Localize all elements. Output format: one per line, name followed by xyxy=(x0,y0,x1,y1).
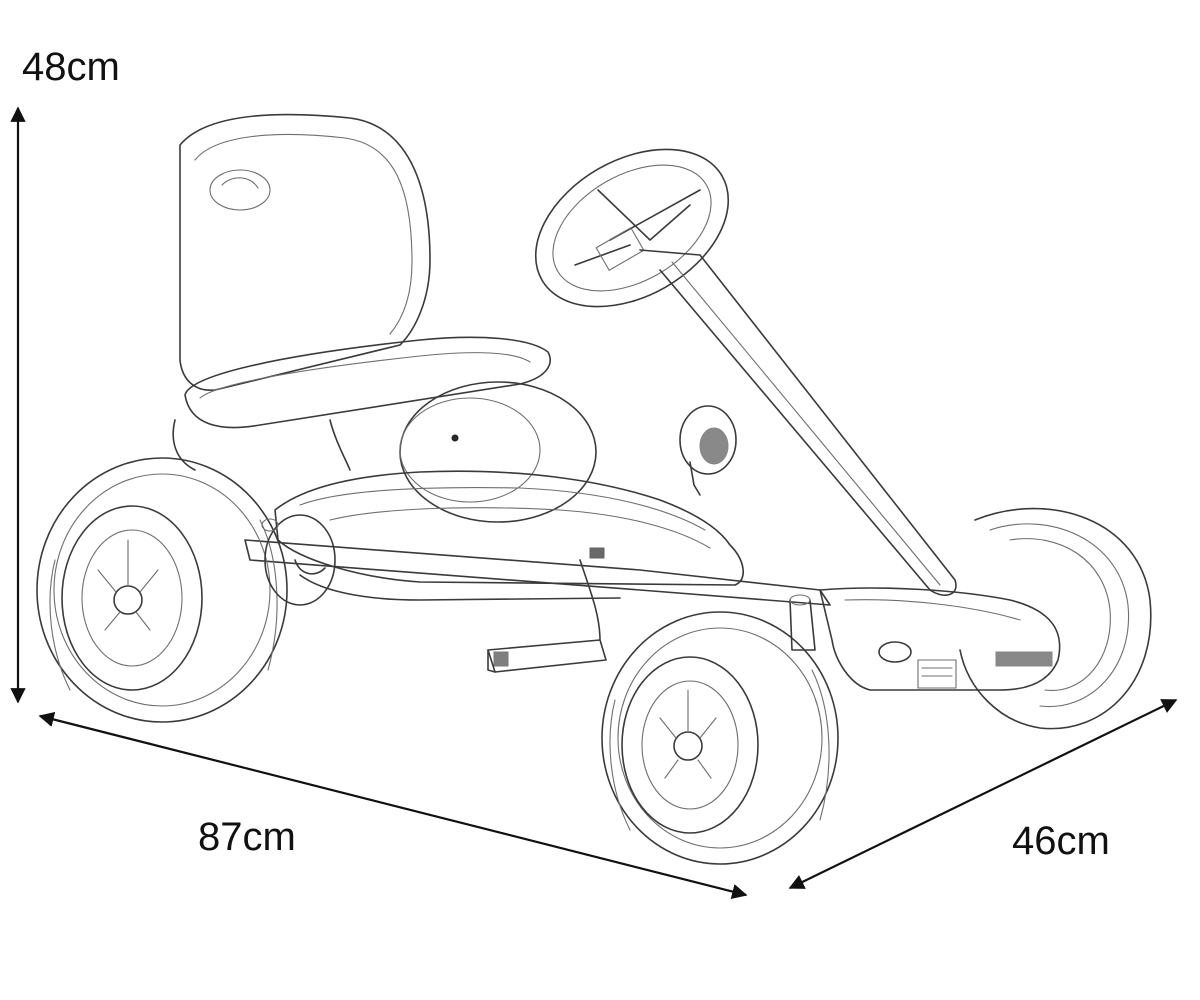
chassis-body xyxy=(244,470,1061,691)
pedal xyxy=(487,547,607,673)
length-label: 87cm xyxy=(198,815,296,859)
height-dimension: 48cm xyxy=(10,45,120,704)
length-dimension: 87cm xyxy=(38,711,748,900)
rear-axle-hub xyxy=(261,514,336,606)
rear-left-wheel xyxy=(36,457,288,723)
front-left-wheel xyxy=(601,611,839,865)
length-arrow xyxy=(38,711,748,900)
go-kart-illustration xyxy=(36,113,1152,865)
rear-right-wheel xyxy=(399,381,597,523)
width-arrow xyxy=(788,699,1178,889)
front-right-wheel xyxy=(959,507,1152,730)
width-dimension: 46cm xyxy=(788,699,1178,889)
width-label: 46cm xyxy=(1012,819,1110,863)
steering-wheel xyxy=(534,148,957,596)
mirror xyxy=(679,405,737,496)
seat xyxy=(172,113,551,471)
height-label: 48cm xyxy=(22,45,120,89)
